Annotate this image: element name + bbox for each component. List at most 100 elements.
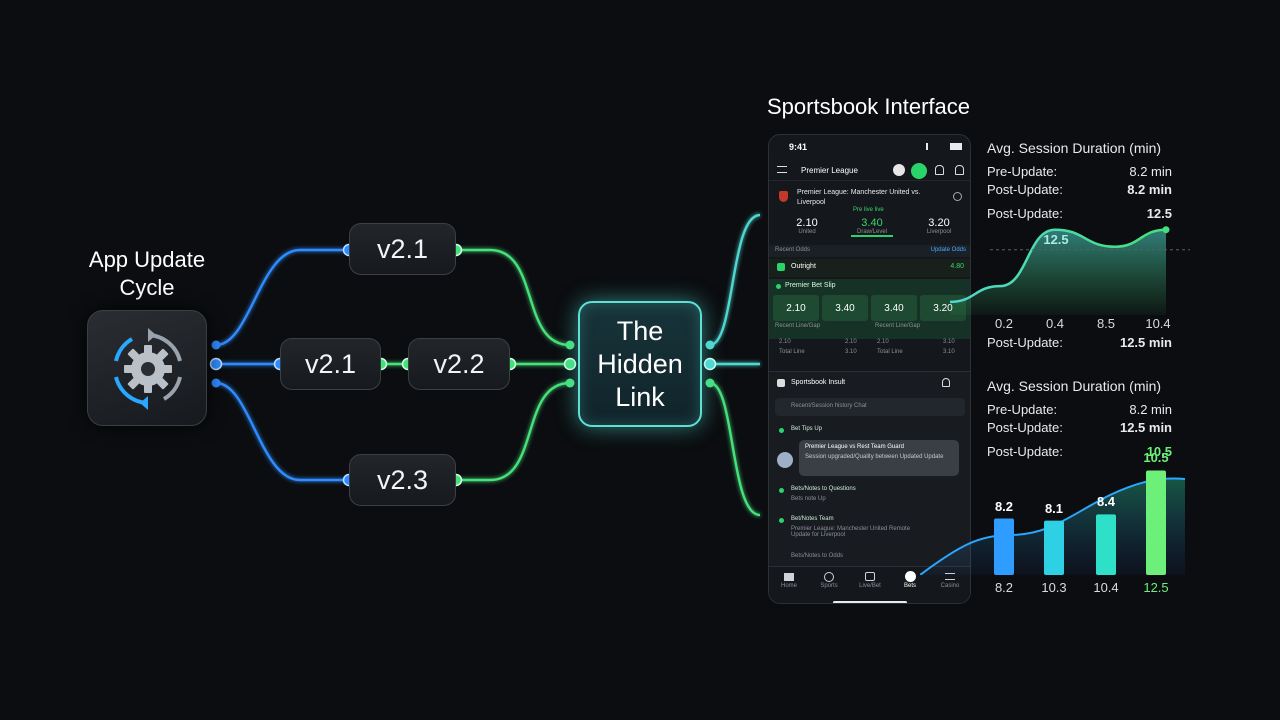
area-tick-label: 0.4 [1045, 316, 1065, 331]
league-title: Premier League [801, 166, 858, 175]
bets-icon [904, 571, 916, 582]
sports-icon [824, 572, 834, 582]
line-b-name-1: 2.10 [877, 339, 889, 345]
wire-hub-to-top [709, 213, 761, 347]
bottom-post2-label: Post-Update: [987, 444, 1063, 459]
bottom-pre-label: Pre-Update: [987, 402, 1058, 417]
bar-1 [994, 518, 1014, 575]
update-cycle-box[interactable] [87, 310, 207, 426]
bell-icon[interactable] [935, 165, 944, 175]
nav-home[interactable]: Home [769, 567, 809, 589]
wire-to-bottom-branch [215, 381, 348, 482]
chat-search-text: Recent/Session history Chat [791, 403, 867, 409]
odds-box-2[interactable]: 3.40 [822, 295, 868, 321]
wire-hub-to-bottom [709, 381, 761, 517]
area-fill [950, 229, 1166, 315]
bottom-post-label: Post-Update: [987, 420, 1063, 435]
bar-category-label: 8.2 [994, 580, 1014, 595]
top-footer-value: 12.5 min [1119, 335, 1172, 350]
top-pre-label: Pre-Update: [987, 164, 1058, 179]
market-left[interactable]: Recent Odds [775, 247, 811, 253]
live-icon [865, 572, 875, 581]
nav-sports[interactable]: Sports [809, 567, 849, 589]
bottom-pre-value: 8.2 min [1129, 402, 1172, 417]
home-indicator [833, 601, 907, 603]
bar-3 [1096, 514, 1116, 575]
avatar [777, 452, 793, 468]
version-node-bottom[interactable]: v2.3 [349, 454, 456, 506]
hidden-link-hub[interactable]: The Hidden Link [578, 301, 702, 427]
bar-2 [1044, 520, 1064, 575]
bar-value-label: 8.1 [1044, 500, 1064, 516]
line-a-title: Recent Line/Gap [775, 323, 821, 329]
live-tag: Pre live live [853, 207, 884, 213]
area-tick-label: 0.2 [994, 316, 1014, 331]
profile-icon[interactable] [893, 164, 905, 176]
bar-category-label: 10.4 [1093, 580, 1119, 595]
line-b-title: Recent Line/Gap [875, 323, 921, 329]
area-point [1162, 226, 1170, 234]
menu-icon[interactable] [777, 166, 787, 173]
cycle-title: App Update Cycle [88, 247, 206, 300]
nav-bets[interactable]: Bets [890, 567, 930, 589]
area-tick-label: 10.4 [1145, 316, 1171, 331]
bell-alert-icon[interactable] [955, 165, 964, 175]
gear-cycle-icon [114, 328, 182, 410]
line-b-val-1: 3.10 [943, 339, 955, 345]
line-a-name-2: Total Line [779, 349, 805, 355]
chat-bell-icon[interactable] [942, 378, 950, 387]
match-title: Premier League: Manchester United vs. Li… [797, 189, 921, 206]
feed-item-2[interactable]: Premier League vs Rest Team Guard Sessio… [777, 440, 959, 476]
nav-live[interactable]: Live/Bet [850, 567, 890, 589]
odds-top-home[interactable]: 2.10 United [796, 217, 818, 235]
wire-to-top-branch [215, 248, 348, 347]
bar-4 [1146, 470, 1166, 575]
odds-box-1[interactable]: 2.10 [773, 295, 819, 321]
top-post2-label: Post-Update: [987, 206, 1063, 221]
slip-label: Premier Bet Slip [785, 282, 836, 289]
status-icons [926, 143, 962, 150]
chat-header: Sportsbook Insult [791, 379, 846, 386]
bottom-post-value: 12.5 min [1119, 420, 1172, 435]
live-status-icon[interactable] [911, 163, 927, 179]
hub-label: The Hidden Link [597, 315, 683, 412]
bar-value-label: 8.4 [1096, 494, 1116, 510]
version-node-mid-left[interactable]: v2.1 [280, 338, 381, 390]
line-b-val-2: 3.10 [943, 349, 955, 355]
area-tick-label: 8.5 [1096, 316, 1116, 331]
bar-category-label: 12.5 [1143, 580, 1169, 595]
settings-icon[interactable] [953, 192, 962, 201]
top-post2-value: 12.5 [1146, 206, 1172, 221]
top-pre-value: 8.2 min [1129, 164, 1172, 179]
area-chart [949, 226, 1190, 315]
status-time: 9:41 [789, 142, 808, 152]
top-stats-title: Avg. Session Duration (min) [987, 140, 1162, 156]
version-node-top[interactable]: v2.1 [349, 223, 456, 275]
line-a-name-1: 2.10 [779, 339, 791, 345]
phone-mockup: 9:41 Premier League Premier League: Manc… [768, 134, 971, 604]
line-b-name-2: Total Line [877, 349, 903, 355]
bar-value-label: 8.2 [994, 498, 1014, 514]
odds-top-away[interactable]: 3.20 Liverpool [926, 217, 952, 235]
outright-value[interactable]: 4.80 [950, 263, 964, 270]
home-icon [784, 573, 794, 581]
market-right[interactable]: Update Odds [930, 247, 966, 253]
outright-label: Outright [791, 263, 816, 270]
club-crest-icon [779, 191, 788, 202]
top-footer-label: Post-Update: [987, 335, 1063, 350]
odds-top-draw[interactable]: 3.40 Draw/Level [851, 217, 893, 237]
area-line [949, 228, 1167, 304]
wire-bottom-to-hub [456, 381, 571, 482]
chat-lock-icon [777, 379, 785, 387]
version-node-mid-right[interactable]: v2.2 [408, 338, 510, 390]
bar-value-label: 10.5 [1143, 450, 1169, 466]
odds-box-3[interactable]: 3.40 [871, 295, 917, 321]
bottom-stats-title: Avg. Session Duration (min) [987, 378, 1162, 394]
slip-dot-icon [776, 284, 781, 289]
chat-search-bar[interactable]: Recent/Session history Chat [775, 398, 965, 416]
line-a-val-2: 3.10 [845, 349, 857, 355]
feed-item-5[interactable]: Bets/Notes to Odds [791, 553, 844, 559]
bottom-post2-value: 10.5 [1146, 444, 1172, 459]
bar-chart [920, 470, 1185, 575]
